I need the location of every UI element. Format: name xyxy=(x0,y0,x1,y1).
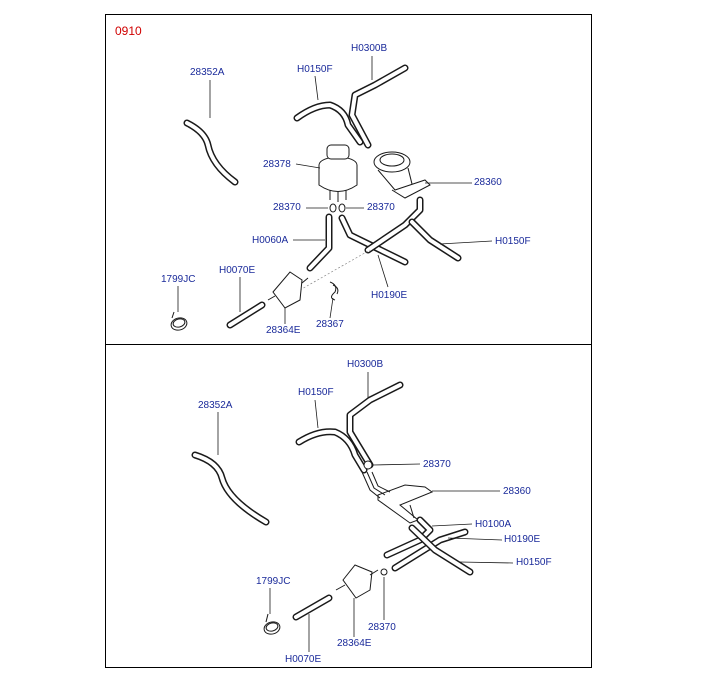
label-28360: 28360 xyxy=(474,177,502,188)
bottom-leader-lines xyxy=(217,372,514,652)
connector-28370-b-bottom xyxy=(380,568,388,576)
hose-H0100A-b xyxy=(391,528,469,572)
clamp-1799JC-b xyxy=(263,613,281,635)
label-H0070E: H0070E xyxy=(219,265,256,276)
diagram-frame xyxy=(105,14,592,668)
label-H0300B-b: H0300B xyxy=(347,359,384,370)
label-H0300B: H0300B xyxy=(351,43,388,54)
top-section xyxy=(170,56,493,331)
label-H0150F: H0150F xyxy=(297,64,333,75)
label-H0150F-b-lower: H0150F xyxy=(516,557,552,568)
label-28378: 28378 xyxy=(263,159,291,170)
hose-28352A xyxy=(183,119,239,186)
hose-H0190E xyxy=(338,196,424,266)
section-divider xyxy=(105,344,592,345)
label-H0100A-b: H0100A xyxy=(475,519,512,530)
label-28364E-b: 28364E xyxy=(337,638,372,649)
hose-H0300B xyxy=(348,64,409,149)
hose-H0070E xyxy=(226,301,266,329)
hose-H0150F-upper-b xyxy=(295,428,368,474)
connector-28370-right xyxy=(338,203,346,213)
label-28352A-b: 28352A xyxy=(198,400,233,411)
dashed-guide xyxy=(299,249,371,291)
diagram-code: 0910 xyxy=(115,24,142,38)
label-H0070E-b: H0070E xyxy=(285,654,322,665)
hose-H0060A xyxy=(306,213,333,272)
label-28364E: 28364E xyxy=(266,325,301,336)
hose-H0070E-b xyxy=(292,594,333,621)
label-28352A: 28352A xyxy=(190,67,225,78)
bracket-28360 xyxy=(373,151,431,199)
bottom-section xyxy=(191,372,514,652)
bracket-28360-b xyxy=(377,484,434,524)
hose-H0150F-lower-b xyxy=(408,524,474,576)
label-1799JC-b: 1799JC xyxy=(256,576,291,587)
filter-28364E-b xyxy=(335,564,379,599)
label-H0190E-b: H0190E xyxy=(504,534,541,545)
label-H0060A: H0060A xyxy=(252,235,289,246)
clamp-1799JC xyxy=(170,311,188,331)
tubes-to-bracket-b xyxy=(361,471,391,499)
hose-H0190E-b xyxy=(383,516,434,559)
hose-H0150F-lower xyxy=(408,218,462,262)
label-28367: 28367 xyxy=(316,319,344,330)
label-28360-b: 28360 xyxy=(503,486,531,497)
valve-28378 xyxy=(318,144,358,202)
label-H0190E: H0190E xyxy=(371,290,408,301)
hose-28352A-b xyxy=(191,451,270,526)
label-28370-b-top: 28370 xyxy=(423,459,451,470)
label-28370-right: 28370 xyxy=(367,202,395,213)
connector-28370-b-top xyxy=(363,460,373,470)
label-28370-b-bottom: 28370 xyxy=(368,622,396,633)
label-H0150F-lower: H0150F xyxy=(495,236,531,247)
hose-H0300B-b xyxy=(346,381,404,469)
hose-H0150F-upper xyxy=(293,101,364,146)
filter-28364E xyxy=(267,271,309,309)
label-1799JC: 1799JC xyxy=(161,274,196,285)
connector-28370-left xyxy=(329,203,337,213)
top-leader-lines xyxy=(177,56,493,324)
label-28370-left: 28370 xyxy=(273,202,301,213)
clip-28367 xyxy=(329,281,339,301)
label-H0150F-b: H0150F xyxy=(298,387,334,398)
